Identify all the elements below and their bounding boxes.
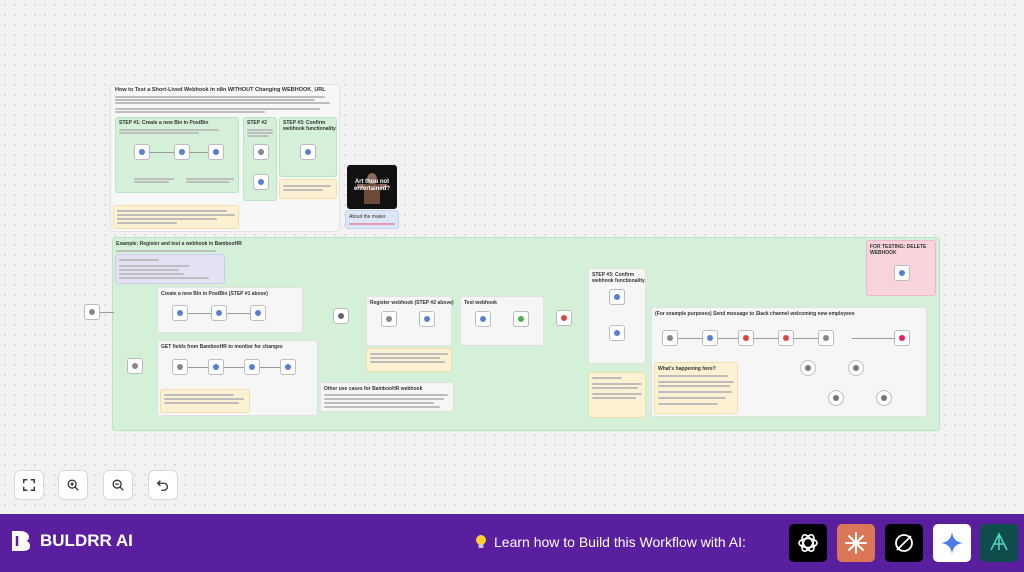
locate-employee-node[interactable]	[738, 330, 754, 346]
about-maker-label: About the maker	[349, 214, 386, 220]
output-parser-node[interactable]	[848, 360, 864, 376]
gladiator-figure-icon	[357, 173, 387, 204]
filter-fields-node[interactable]	[244, 359, 260, 375]
perplexity-icon[interactable]	[885, 524, 923, 562]
format-url-node[interactable]	[208, 144, 224, 160]
check-bamboohr-node[interactable]	[609, 289, 625, 305]
brand[interactable]: BULDRR AI	[10, 529, 133, 553]
step2-title: STEP #2	[247, 120, 267, 126]
register-note[interactable]	[366, 348, 452, 372]
cta-text: Learn how to Build this Workflow with AI…	[494, 534, 746, 550]
claude-icon[interactable]	[837, 524, 875, 562]
test-webhook-title: Test webhook	[464, 300, 497, 306]
undo-button[interactable]	[148, 470, 178, 500]
zoom-in-button[interactable]	[58, 470, 88, 500]
update-employee-node[interactable]	[513, 311, 529, 327]
what-is-this-note[interactable]	[588, 372, 646, 418]
format-url-node-2[interactable]	[250, 305, 266, 321]
fit-view-button[interactable]	[14, 470, 44, 500]
undo-icon	[156, 480, 169, 491]
ngrok-request-node[interactable]	[253, 174, 269, 190]
step3-confirm-title: STEP #3: Confirm webhook functionality	[592, 272, 645, 284]
get-fields-sticky[interactable]: GET fields from BambooHR to monitor for …	[157, 340, 318, 416]
manus-logo-icon	[990, 532, 1008, 551]
instruction-sticky-note[interactable]: How to Test a Short-Lived Webhook in n8n…	[110, 84, 340, 232]
chatgpt-icon[interactable]	[789, 524, 827, 562]
gemini-star-icon	[941, 532, 963, 554]
lightbulb-icon	[476, 535, 486, 548]
create-bin-sticky[interactable]: Create a new Bin in PostBin (STEP #1 abo…	[157, 287, 303, 333]
get-fields-http-node[interactable]	[172, 359, 188, 375]
get-fields-note[interactable]	[160, 389, 250, 413]
create-bin-node[interactable]	[134, 144, 150, 160]
tip-sticky[interactable]	[279, 179, 337, 199]
cta: Learn how to Build this Workflow with AI…	[474, 534, 746, 550]
example-group-title: Example: Register and test a webhook in …	[116, 241, 242, 247]
instruction-note-title: How to Test a Short-Lived Webhook in n8n…	[115, 87, 326, 93]
whats-happening-title: What's happening here?	[658, 366, 716, 372]
step3-sticky[interactable]: STEP #3: Confirm webhook functionality	[279, 117, 337, 177]
combine-fields-node[interactable]	[280, 359, 296, 375]
get-latest-request-node[interactable]	[300, 144, 316, 160]
step3-title: STEP #3: Confirm webhook functionality	[283, 120, 336, 132]
format-text-node[interactable]	[778, 330, 794, 346]
ai-agent-node[interactable]	[818, 330, 834, 346]
other-use-cases-title: Other use cases for BambooHR webhook	[324, 386, 423, 392]
delete-webhook-node[interactable]	[894, 265, 910, 281]
slack-section-title: (For example purposes) Send message to S…	[655, 311, 855, 317]
create-bin-node-2[interactable]	[172, 305, 188, 321]
step2-sticky[interactable]: STEP #2	[243, 117, 277, 201]
zoom-in-icon	[67, 479, 79, 491]
zoom-out-icon	[112, 479, 124, 491]
register-webhook-node[interactable]	[253, 144, 269, 160]
postbin-info-sticky[interactable]	[113, 205, 239, 229]
slack-node[interactable]	[894, 330, 910, 346]
get-latest-request-node-2[interactable]	[609, 325, 625, 341]
video-caption: Art thou not entertained?	[353, 179, 390, 192]
about-maker-sticky[interactable]: About the maker	[345, 210, 399, 229]
register-webhook-title: Register webhook (STEP #2 above)	[370, 300, 454, 306]
register-webhook-http-node[interactable]	[381, 311, 397, 327]
manus-icon[interactable]	[980, 524, 1018, 562]
get-bin-node[interactable]	[174, 144, 190, 160]
openai-knot-icon	[798, 534, 818, 552]
webhook-response-node[interactable]	[419, 311, 435, 327]
merge-node[interactable]	[333, 308, 349, 324]
test-webhook-sticky[interactable]: Test webhook	[460, 296, 544, 346]
other-use-cases-sticky[interactable]: Other use cases for BambooHR webhook	[320, 382, 454, 412]
testing-delete-sticky[interactable]: FOR TESTING: DELETE WEBHOOK	[866, 240, 936, 296]
split-out-node[interactable]	[208, 359, 224, 375]
footer-banner: BULDRR AI Learn how to Build this Workfl…	[0, 514, 1024, 572]
step1-sticky[interactable]: STEP #1: Create a new Bin in PostBin	[115, 117, 239, 193]
gemini-icon[interactable]	[933, 524, 971, 562]
claude-burst-icon	[845, 532, 867, 554]
buldrr-logo-icon	[12, 531, 30, 551]
structured-parser-node[interactable]	[876, 390, 892, 406]
get-employee-node[interactable]	[662, 330, 678, 346]
create-bin-title: Create a new Bin in PostBin (STEP #1 abo…	[161, 291, 268, 297]
manual-trigger-node[interactable]	[84, 304, 100, 320]
testing-delete-title: FOR TESTING: DELETE WEBHOOK	[870, 244, 927, 256]
video-thumbnail[interactable]: Art thou not entertained?	[347, 165, 397, 209]
zoom-out-button[interactable]	[103, 470, 133, 500]
register-webhook-sticky[interactable]: Register webhook (STEP #2 above)	[366, 296, 454, 346]
perplexity-logo-icon	[895, 534, 913, 552]
chat-model-node[interactable]	[800, 360, 816, 376]
expand-icon	[23, 479, 35, 491]
get-bin-node-2[interactable]	[211, 305, 227, 321]
step1-title: STEP #1: Create a new Bin in PostBin	[119, 120, 209, 126]
openai-model-node[interactable]	[828, 390, 844, 406]
whats-happening-note[interactable]: What's happening here?	[654, 362, 738, 414]
slack-section-sticky[interactable]: (For example purposes) Send message to S…	[651, 307, 927, 417]
bamboohr-get-node[interactable]	[127, 358, 143, 374]
example-info-sticky[interactable]	[115, 254, 225, 284]
wait-node[interactable]	[556, 310, 572, 326]
step3-confirm-sticky[interactable]: STEP #3: Confirm webhook functionality	[588, 268, 646, 364]
create-dummy-node[interactable]	[475, 311, 491, 327]
brand-name: BULDRR AI	[40, 531, 133, 550]
get-fields-title: GET fields from BambooHR to monitor for …	[161, 344, 283, 350]
format-displayname-node[interactable]	[702, 330, 718, 346]
